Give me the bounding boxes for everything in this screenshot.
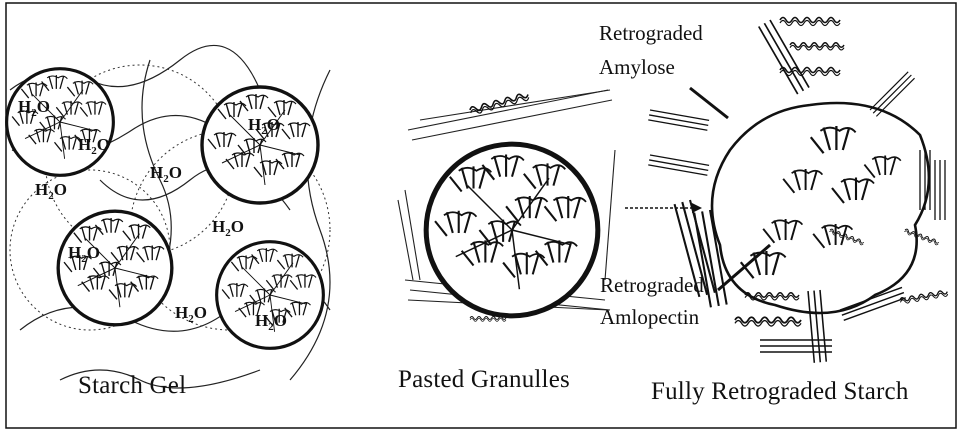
- label-retrograded-amylose-1: Retrograded: [599, 20, 703, 46]
- water-label: H2O: [150, 163, 182, 185]
- label-retrograded-amylopectin-2: Amlopectin: [600, 304, 699, 330]
- water-label: H2O: [175, 303, 207, 325]
- starch-gel-illustration: H2O H2O H2O H2O H2O H2O H2O H2O H2O: [7, 45, 330, 388]
- label-retrograded-amylopectin-1: Retrograded: [600, 272, 704, 298]
- label-retrograded-amylose-2: Amylose: [599, 54, 675, 80]
- caption-starch-gel: Starch Gel: [78, 372, 186, 400]
- caption-pasted-granules: Pasted Granulles: [398, 366, 570, 394]
- water-label: H2O: [35, 180, 67, 202]
- amylose-leader-line: [690, 88, 728, 118]
- caption-fully-retrograded-starch: Fully Retrograded Starch: [651, 378, 909, 406]
- water-label: H2O: [212, 217, 244, 239]
